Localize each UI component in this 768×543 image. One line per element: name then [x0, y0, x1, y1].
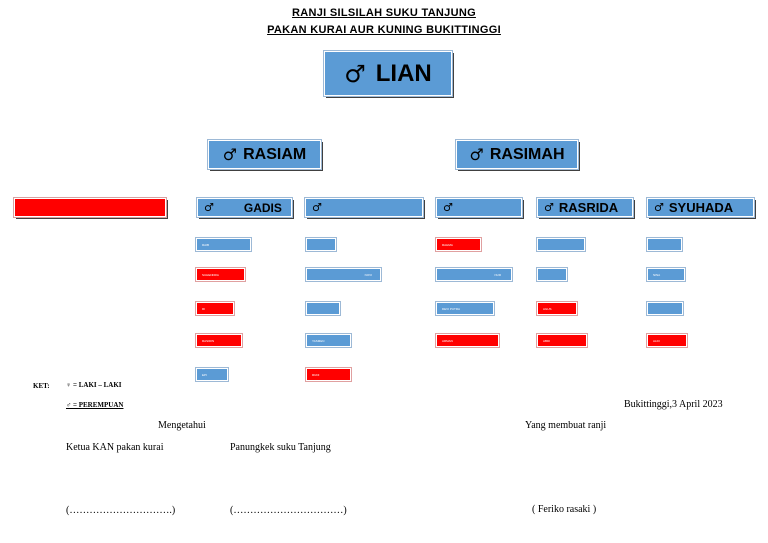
gen4-node	[646, 301, 684, 316]
root-name: LIAN	[375, 59, 432, 87]
gen2-node-rasimah: ♂ RASIMAH	[455, 139, 579, 170]
legend-label: KET:	[33, 382, 50, 390]
gen2-name: RASIAM	[243, 145, 307, 163]
gen4-node: DEVI PUTRA	[435, 301, 495, 316]
gen2-node-rasiam: ♂ RASIAM	[207, 139, 322, 170]
gen4-node: RAHMA	[435, 237, 482, 252]
male-icon: ♂	[204, 201, 214, 214]
legend-male: ♀ = LAKI – LAKI	[66, 381, 122, 389]
gen3-node-gadis: ♂ GADIS	[196, 197, 293, 218]
male-icon: ♂	[312, 201, 322, 214]
male-icon: ♂	[654, 201, 664, 214]
male-icon: ♂	[544, 201, 554, 214]
male-icon: ♂	[443, 201, 453, 214]
gen3-name: SYUHADA	[668, 200, 734, 215]
gen4-node: NOVI	[305, 267, 382, 282]
gen3-name: RASRIDA	[558, 200, 619, 215]
gen4-node: ABDI	[536, 333, 588, 348]
gen3-node-4: ♂	[435, 197, 523, 218]
gen3-node-3: ♂	[304, 197, 424, 218]
male-icon: ♂	[222, 145, 238, 164]
place-date: Bukittinggi,3 April 2023	[624, 399, 723, 410]
male-icon: ♂	[469, 145, 484, 164]
root-node: ♂ LIAN	[323, 50, 453, 97]
gen4-node: RUDI	[305, 367, 352, 382]
gen4-node	[305, 301, 341, 316]
page-title: RANJI SILSILAH SUKU TANJUNG	[292, 7, 476, 19]
panungkek-label: Panungkek suku Tanjung	[230, 442, 331, 453]
gen4-node	[305, 237, 337, 252]
gen2-name: RASIMAH	[489, 145, 565, 163]
gen4-node: RAIB	[195, 237, 252, 252]
gen4-node: NUR	[435, 267, 513, 282]
gen4-node: RASIDIN	[195, 333, 243, 348]
maker-name: ( Feriko rasaki )	[532, 504, 597, 515]
gen4-node	[536, 267, 568, 282]
signature-blank-2: (……………………………)	[230, 505, 347, 516]
gen4-node: NINA	[646, 267, 686, 282]
maker-label: Yang membuat ranji	[525, 420, 607, 431]
gen4-node	[536, 237, 586, 252]
page-subtitle: PAKAN KURAI AUR KUNING BUKITTINGGI	[267, 24, 501, 36]
ketua-kan-label: Ketua KAN pakan kurai	[66, 442, 164, 453]
gen4-node	[646, 237, 683, 252]
gen4-node: ALDI	[646, 333, 688, 348]
mengetahui-label: Mengetahui	[158, 420, 206, 431]
signature-blank-1: (………………………….)	[66, 505, 176, 516]
gen4-node: ARMAN	[435, 333, 500, 348]
gen3-node-syuhada: ♂ SYUHADA	[646, 197, 755, 218]
gen4-node: RI	[195, 301, 235, 316]
gen3-node-1	[13, 197, 167, 218]
male-icon: ♂	[344, 59, 366, 88]
gen4-node: SUHENDRA	[195, 267, 246, 282]
legend-female: ♂ = PEREMPUAN	[66, 401, 124, 409]
gen3-node-rasrida: ♂ RASRIDA	[536, 197, 634, 218]
gen3-name: GADIS	[243, 200, 282, 215]
gen4-node: AGUS	[536, 301, 578, 316]
gen4-node: EPI	[195, 367, 229, 382]
gen4-node: YASMEN	[305, 333, 352, 348]
